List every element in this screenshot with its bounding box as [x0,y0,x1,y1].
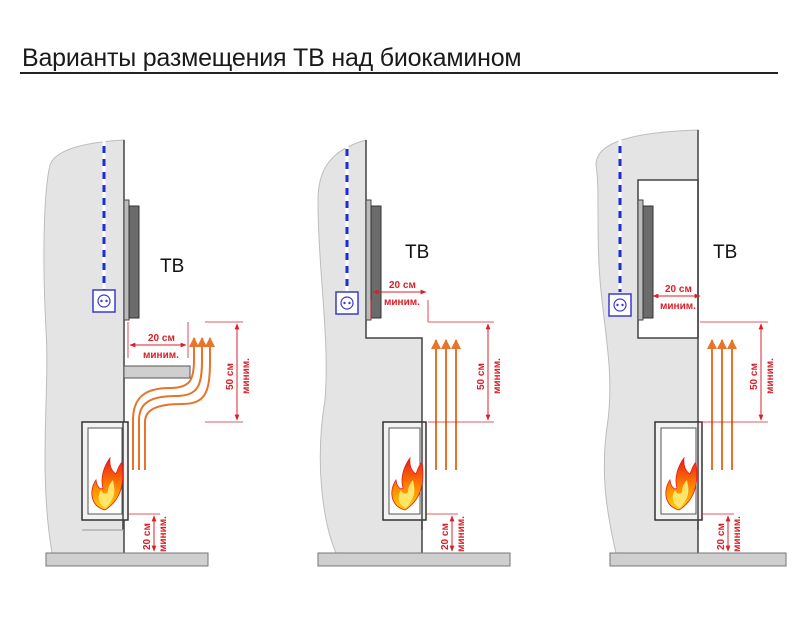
dim-min-label: миним. [143,350,179,361]
tv-label: ТВ [405,242,429,263]
socket [608,293,632,317]
dim-20-label: 20 см [440,523,451,550]
dim-20-label: 20 см [389,280,416,291]
dim-min-label: миним. [492,358,503,394]
dimension-20-floor: 20 см миним. [128,513,169,552]
tv [123,199,140,321]
dim-min-label: миним. [765,358,776,394]
dimension-50: 50 см миним. [700,321,776,423]
title-underline [20,72,778,74]
dim-min-label: миним. [241,358,252,394]
flame-inner [98,480,115,508]
shelf [123,365,191,379]
socket [335,291,359,315]
page-title: Варианты размещения ТВ над биокамином [22,44,522,72]
dim-50-label: 50 см [476,363,487,390]
dim-20-label: 20 см [716,523,727,550]
dim-20-label: 20 см [665,284,692,295]
heat-arrows [132,337,215,470]
dimension-20-tv: 20 см миним. [652,284,701,312]
dimension-20-floor: 20 см миним. [702,513,743,552]
tv-label: ТВ [160,256,184,277]
heat-arrows [707,339,737,470]
dim-20-label: 20 см [142,523,153,550]
dimension-20-tv: 20 см миним. [127,322,189,361]
dim-50-label: 50 см [749,363,760,390]
heat-arrows [431,339,461,470]
dim-min-label: миним. [660,301,696,312]
variant-shelf: ТВ 20 см миним. [43,139,252,567]
dim-min-label: миним. [456,516,467,552]
dim-50-label: 50 см [225,363,236,390]
dimension-20-tv: 20 см миним. [370,280,429,322]
tv-label: ТВ [713,242,737,263]
flame-inner [672,480,689,508]
variant-niche: ТВ 20 см миним. 50 с [595,129,787,567]
dim-min-label: миним. [158,516,169,552]
dimension-50: 50 см миним. [428,321,503,423]
floor [609,552,787,567]
tv [365,199,382,321]
socket [92,289,116,313]
flame-inner [398,480,415,508]
tv [637,199,654,321]
dimension-20-floor: 20 см миним. [426,513,467,552]
dim-min-label: миним. [384,297,420,308]
variant-step: ТВ 20 см миним. [317,139,511,567]
dim-min-label: миним. [732,516,743,552]
floor [317,552,511,567]
dim-20-label: 20 см [148,333,175,344]
dimension-50: 50 см миним. [205,321,252,423]
floor [45,552,209,567]
